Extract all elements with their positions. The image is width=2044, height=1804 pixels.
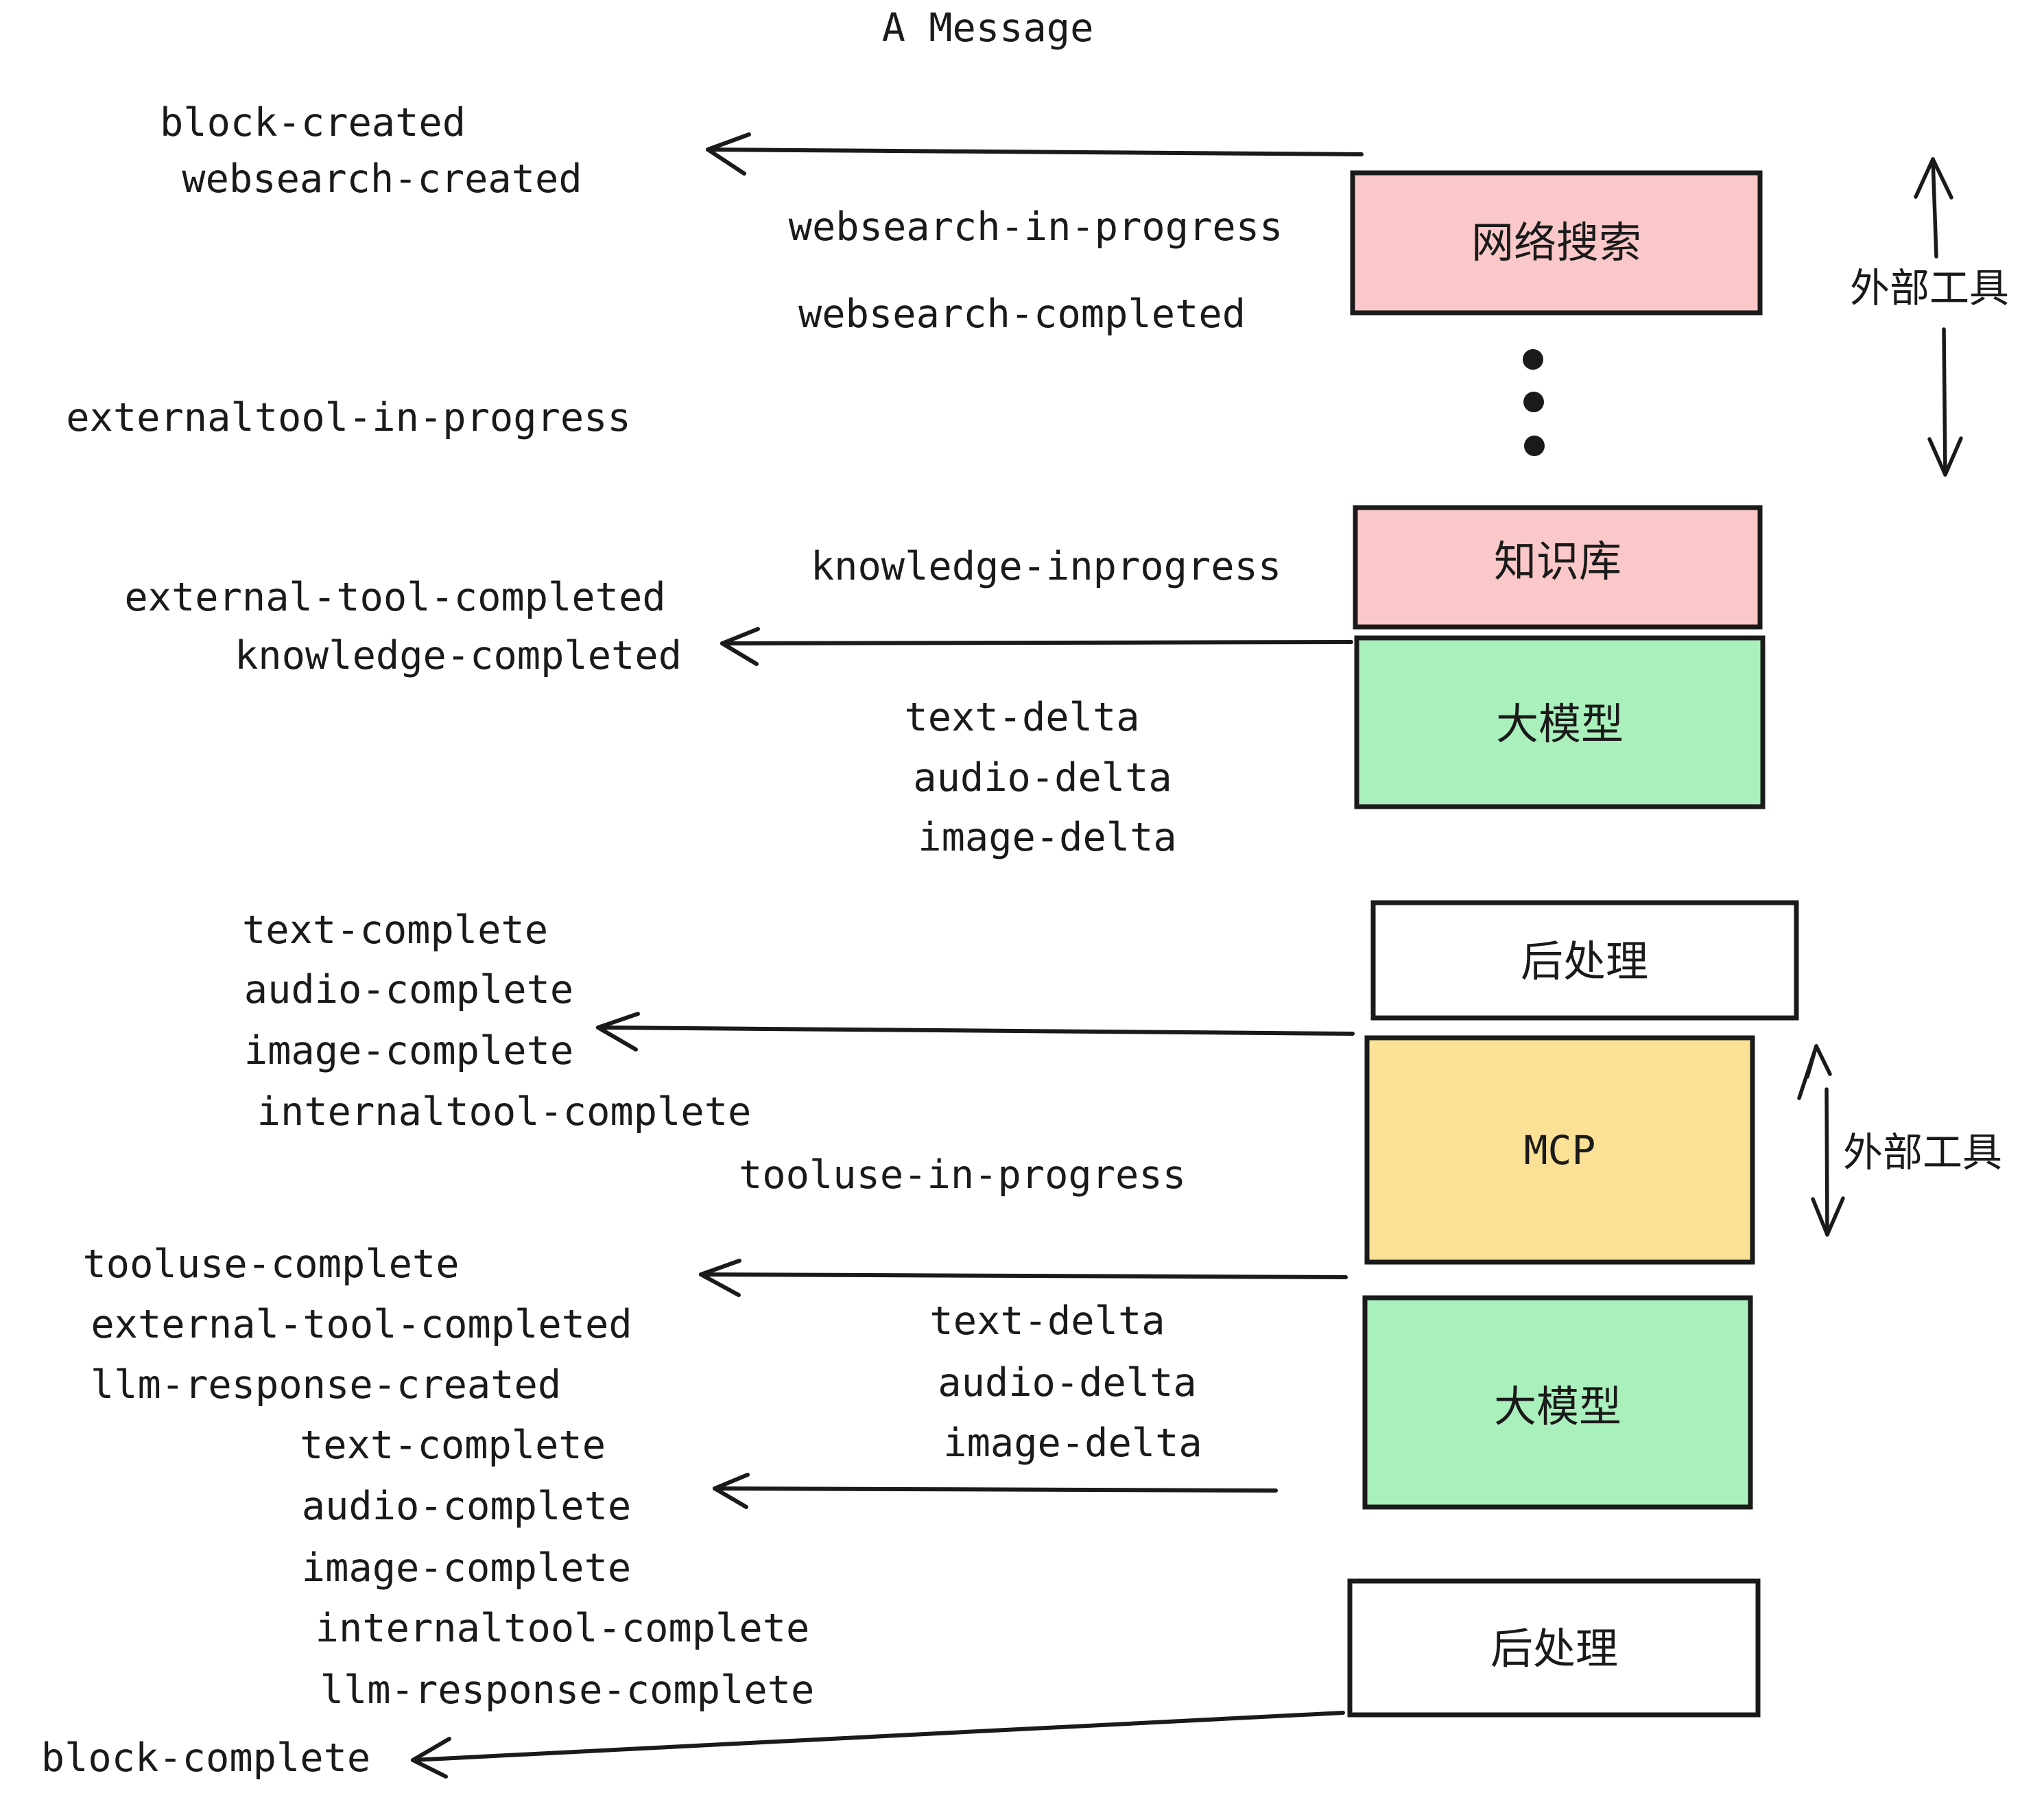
event-label-internaltool-complete-2: internaltool-complete bbox=[316, 1606, 810, 1651]
event-label-tooluse-in-progress: tooluse-in-progress bbox=[739, 1152, 1186, 1198]
event-label-block-created: block-created bbox=[160, 100, 466, 145]
vertical-ellipsis-icon bbox=[1523, 349, 1545, 456]
external-tools-label-top: 外部工具 bbox=[1850, 265, 2009, 311]
event-label-image-delta-1: image-delta bbox=[918, 815, 1177, 860]
flow-arrow-postprocess2-to-block-complete bbox=[411, 1711, 1345, 1779]
event-label-text-delta-1: text-delta bbox=[904, 695, 1139, 740]
event-label-text-complete-1: text-complete bbox=[242, 907, 548, 953]
external-tools-bracket-bottom bbox=[1797, 1044, 1845, 1237]
flow-arrow-llm2-to-audio-complete bbox=[713, 1473, 1278, 1509]
event-label-websearch-in-progress: websearch-in-progress bbox=[789, 204, 1283, 250]
event-label-websearch-created: websearch-created bbox=[182, 156, 582, 202]
event-label-block-complete: block-complete bbox=[41, 1735, 370, 1781]
event-label-image-complete-1: image-complete bbox=[244, 1028, 573, 1073]
event-label-llm-response-complete: llm-response-complete bbox=[320, 1667, 815, 1713]
node-box-postprocess-2 bbox=[1347, 1578, 1761, 1718]
flow-arrow-websearch-to-block-created bbox=[706, 132, 1364, 176]
event-label-audio-complete-2: audio-complete bbox=[302, 1484, 631, 1529]
flow-arrow-llm1-to-knowledge-completed bbox=[720, 627, 1353, 666]
node-box-websearch bbox=[1350, 170, 1763, 316]
node-box-llm-1 bbox=[1354, 635, 1766, 809]
flow-arrow-llm2-to-tooluse-complete bbox=[699, 1259, 1348, 1297]
event-label-internaltool-complete-1: internaltool-complete bbox=[257, 1089, 752, 1135]
event-label-tooluse-complete: tooluse-complete bbox=[82, 1242, 459, 1287]
event-label-external-tool-completed-1: external-tool-completed bbox=[124, 575, 665, 620]
node-box-postprocess-1 bbox=[1370, 900, 1799, 1021]
node-box-knowledge bbox=[1353, 505, 1763, 630]
event-label-external-tool-completed-2: external-tool-completed bbox=[91, 1302, 632, 1347]
flow-arrow-mcp-to-image-complete bbox=[596, 1012, 1355, 1052]
event-label-audio-delta-1: audio-delta bbox=[913, 755, 1172, 800]
event-label-audio-delta-2: audio-delta bbox=[938, 1360, 1197, 1405]
node-box-llm-2 bbox=[1362, 1295, 1753, 1510]
event-label-websearch-completed: websearch-completed bbox=[798, 292, 1246, 337]
event-label-audio-complete-1: audio-complete bbox=[244, 967, 573, 1012]
external-tools-label-bottom: 外部工具 bbox=[1843, 1129, 2002, 1176]
node-label-postprocess-2: 后处理 bbox=[1490, 1624, 1618, 1674]
node-label-postprocess-1: 后处理 bbox=[1521, 936, 1648, 986]
node-label-llm-1: 大模型 bbox=[1496, 699, 1624, 749]
node-box-mcp bbox=[1364, 1035, 1755, 1265]
node-label-llm-2: 大模型 bbox=[1494, 1381, 1621, 1432]
event-label-externaltool-in-progress: externaltool-in-progress bbox=[66, 395, 631, 440]
external-tools-bracket-top bbox=[1914, 157, 1963, 477]
node-label-mcp: MCP bbox=[1524, 1127, 1596, 1174]
event-label-image-complete-2: image-complete bbox=[302, 1545, 631, 1591]
event-label-text-delta-2: text-delta bbox=[929, 1298, 1165, 1344]
event-label-image-delta-2: image-delta bbox=[943, 1421, 1202, 1466]
event-label-knowledge-inprogress: knowledge-inprogress bbox=[811, 544, 1281, 589]
node-label-knowledge: 知识库 bbox=[1494, 536, 1621, 586]
diagram-title: A Message bbox=[882, 5, 1094, 51]
node-label-websearch: 网络搜索 bbox=[1471, 217, 1641, 268]
event-label-llm-response-created: llm-response-created bbox=[91, 1362, 561, 1408]
event-label-text-complete-2: text-complete bbox=[300, 1423, 606, 1468]
event-label-knowledge-completed: knowledge-completed bbox=[235, 633, 682, 678]
